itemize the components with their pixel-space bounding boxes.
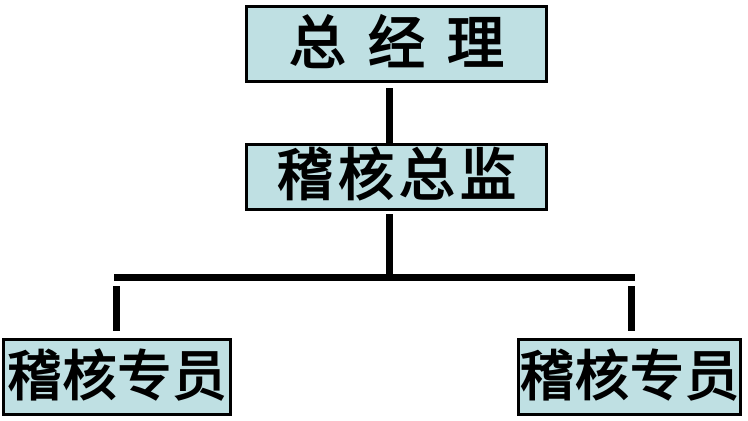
org-node-general-manager: 总经理 xyxy=(245,5,548,83)
org-node-audit-director: 稽核总监 xyxy=(245,143,548,211)
org-node-audit-specialist-left: 稽核专员 xyxy=(2,338,232,416)
org-node-general-manager-label: 总经理 xyxy=(289,12,526,76)
org-node-audit-specialist-left-label: 稽核专员 xyxy=(7,347,228,407)
connector-gm-to-director xyxy=(386,88,393,143)
connector-branch-to-specialist-right xyxy=(628,286,635,331)
connector-branch-to-specialist-left xyxy=(113,286,120,331)
connector-director-to-branch xyxy=(386,214,393,274)
connector-branch-horizontal xyxy=(114,274,635,281)
org-node-audit-specialist-right: 稽核专员 xyxy=(517,338,742,416)
org-node-audit-director-label: 稽核总监 xyxy=(277,146,521,208)
org-node-audit-specialist-right-label: 稽核专员 xyxy=(520,347,740,407)
